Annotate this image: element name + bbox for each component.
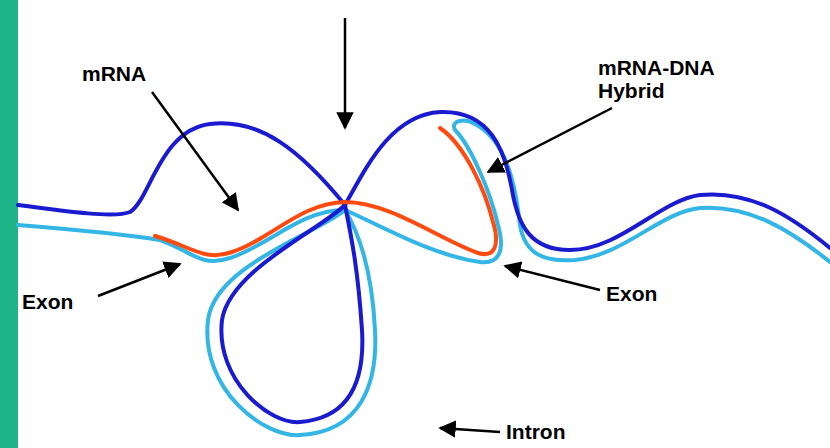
leader-arrow — [152, 92, 238, 210]
dna-strand-dark — [221, 205, 362, 422]
mrna-strand — [155, 128, 496, 255]
exon-label: Exon — [606, 282, 657, 305]
leader-arrow — [98, 264, 180, 296]
dna-strand-light — [345, 121, 830, 263]
exon-label: Exon — [22, 290, 73, 313]
pointer-arrow — [344, 18, 347, 128]
leader-arrow — [440, 428, 500, 432]
hybrid-label: mRNA-DNA Hybrid — [598, 56, 758, 102]
leader-arrow — [488, 108, 612, 172]
leader-arrow — [505, 266, 600, 290]
mrna-label: mRNA — [82, 62, 146, 85]
intron-label: Intron — [506, 420, 565, 443]
